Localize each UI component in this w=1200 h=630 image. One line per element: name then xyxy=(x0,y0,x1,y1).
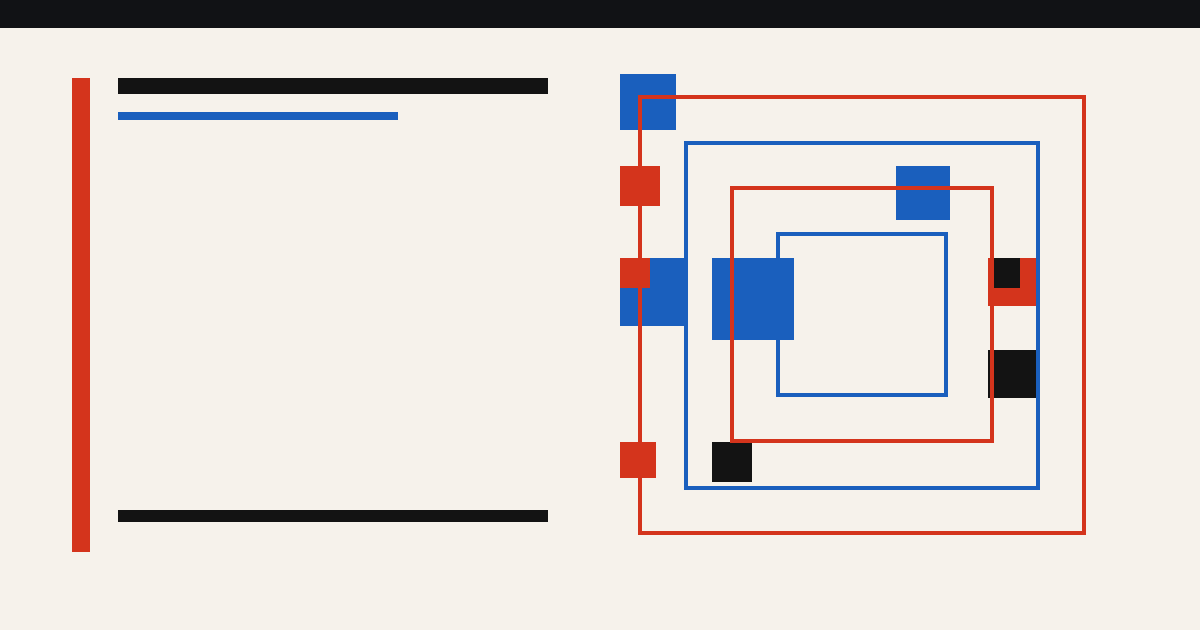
footer-placeholder-bar xyxy=(118,510,548,522)
outer-red-frame xyxy=(638,95,1086,535)
red-block-mid-left xyxy=(620,258,650,288)
blue-block-top-left xyxy=(620,74,676,130)
inner-blue-frame xyxy=(776,232,948,397)
left-accent-bar xyxy=(72,78,90,552)
blue-block-center xyxy=(712,258,794,340)
black-block-mid-right-small xyxy=(992,258,1020,288)
black-block-lower-right xyxy=(988,350,1036,398)
top-bar xyxy=(0,0,1200,28)
blue-block-upper-right xyxy=(896,166,950,220)
third-red-frame xyxy=(730,186,994,443)
subtitle-placeholder-bar xyxy=(118,112,398,120)
second-blue-frame xyxy=(684,141,1040,490)
title-placeholder-bar xyxy=(118,78,548,94)
black-block-lower-center xyxy=(712,442,752,482)
